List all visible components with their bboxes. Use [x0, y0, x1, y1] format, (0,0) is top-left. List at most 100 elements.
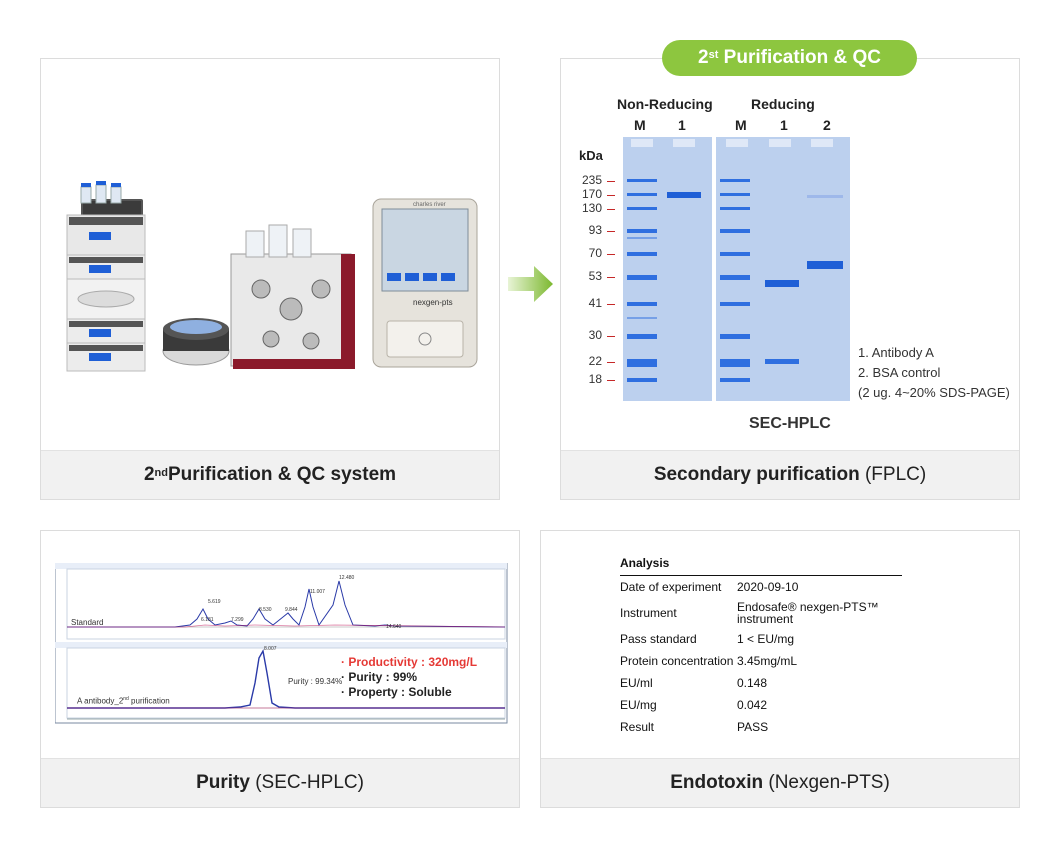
badge-sup: st: [708, 49, 719, 61]
hplc-stack: [66, 181, 146, 372]
row-value: 0.042: [737, 698, 768, 712]
row-value: 1 < EU/mg: [737, 632, 795, 646]
row-key: Protein concentration: [620, 654, 734, 668]
reducing-label: Reducing: [751, 96, 815, 112]
row-key: Pass standard: [620, 632, 697, 646]
row-key: EU/ml: [620, 676, 653, 690]
band-antibody-nonreducing: [667, 192, 701, 198]
tick: [607, 254, 615, 255]
analysis-row: Instrument Endosafe® nexgen-PTS™ instrum…: [620, 598, 902, 628]
next-arrow-icon: [508, 266, 553, 302]
mw-130: 130: [581, 201, 602, 215]
mw-30: 30: [588, 328, 602, 342]
legend-line-2: 2. BSA control: [858, 365, 941, 380]
tick: [607, 277, 615, 278]
mw-235: 235: [581, 173, 602, 187]
tick: [607, 195, 615, 196]
caption-rest: (SEC-HPLC): [249, 772, 364, 793]
caption-prefix: 2: [143, 464, 155, 485]
analysis-row: EU/mg 0.042: [620, 694, 902, 716]
device-name: nexgen-pts: [413, 298, 453, 307]
tick: [607, 336, 615, 337]
peak-label: 12.480: [339, 575, 355, 581]
band-light-chain: [765, 359, 799, 364]
tick: [607, 304, 615, 305]
productivity-note: · Productivity : 320mg/L: [341, 655, 478, 669]
sample-trace: [67, 648, 505, 709]
marker-bands-right: [720, 179, 750, 382]
kda-label: kDa: [579, 148, 603, 163]
legend-line-1: 1. Antibody A: [858, 345, 934, 360]
row-value: PASS: [737, 720, 769, 734]
legend-line-3: (2 ug. 4~20% SDS-PAGE): [858, 385, 1010, 400]
row-key: Result: [620, 720, 655, 734]
mw-93: 93: [588, 223, 602, 237]
mw-41: 41: [588, 296, 602, 310]
peak-label: 8.007: [264, 646, 277, 652]
purity-caption: Purity (SEC-HPLC): [41, 758, 519, 807]
peak-label: 6.181: [201, 617, 214, 623]
nexgen-pts-device: charles river nexgen-pts: [372, 198, 478, 368]
standard-label: Standard: [71, 618, 104, 627]
purity-note: · Purity : 99%: [341, 670, 418, 684]
tick: [607, 231, 615, 232]
sec-hplc-label: SEC-HPLC: [749, 415, 831, 432]
purification-system-image: charles river nexgen-pts: [66, 181, 478, 372]
row-key: EU/mg: [620, 698, 657, 712]
sec-hplc-chromatogram: [55, 563, 508, 724]
tick: [607, 380, 615, 381]
row-value: Endosafe® nexgen-PTS™ instrument: [737, 600, 879, 626]
peak-label: 14.640: [386, 624, 402, 630]
sample-label-rest: purification: [128, 696, 170, 706]
lane-m1-label: M: [634, 117, 646, 133]
row-value: 0.148: [737, 676, 768, 690]
tick: [607, 362, 615, 363]
peak-label: 9.844: [285, 607, 298, 613]
analysis-row: Pass standard 1 < EU/mg: [620, 628, 902, 650]
peak-label: 5.619: [208, 599, 221, 605]
band-heavy-chain: [765, 280, 799, 287]
device-brand: charles river: [413, 202, 446, 208]
caption-rest: (Nexgen-PTS): [763, 772, 890, 793]
row-key: Date of experiment: [620, 580, 722, 594]
analysis-row: EU/ml 0.148: [620, 672, 902, 694]
purity-peak-label: Purity : 99.34%: [288, 677, 343, 686]
mw-170: 170: [581, 187, 602, 201]
autosampler: [162, 318, 230, 366]
mw-18: 18: [588, 372, 602, 386]
caption-bold: Purity: [196, 772, 250, 793]
lane-1a-label: 1: [678, 117, 686, 133]
row-value: 3.45mg/mL: [737, 654, 798, 668]
caption-bold: Endotoxin: [670, 772, 764, 793]
tick: [607, 209, 615, 210]
fplc-card: Non-Reducing Reducing M 1 M 1 2 kDa 235 …: [560, 58, 1020, 500]
analysis-row: Result PASS: [620, 716, 902, 738]
caption-rest: Purification & QC system: [167, 464, 397, 485]
lane-2-label: 2: [823, 117, 831, 133]
badge-prefix: 2: [698, 47, 709, 68]
peak-label: 7.299: [231, 617, 244, 623]
analysis-table: Analysis Date of experiment 2020-09-10 I…: [620, 556, 902, 738]
analysis-title: Analysis: [620, 556, 902, 576]
row-value: 2020-09-10: [737, 580, 799, 594]
sample-label: A antibody_2nd purification: [77, 696, 170, 706]
mw-70: 70: [588, 246, 602, 260]
lane-m2-label: M: [735, 117, 747, 133]
non-reducing-label: Non-Reducing: [617, 96, 713, 112]
peak-label: 8.530: [259, 607, 272, 613]
peak-label: 11.007: [310, 589, 325, 595]
endotoxin-card: Endotoxin (Nexgen-PTS): [540, 530, 1020, 808]
lane-1b-label: 1: [780, 117, 788, 133]
sample-label-sup: nd: [123, 696, 129, 702]
caption-bold: Secondary purification: [653, 464, 860, 485]
row-key: Instrument: [620, 606, 677, 620]
sds-page-gel-image: [623, 137, 850, 401]
sample-label-prefix: A antibody_2: [77, 696, 124, 706]
standard-trace: [67, 580, 506, 628]
purity-card: Standard A antibody_2nd purification Pur…: [40, 530, 520, 808]
tick: [607, 181, 615, 182]
marker-bands-left: [627, 179, 657, 382]
